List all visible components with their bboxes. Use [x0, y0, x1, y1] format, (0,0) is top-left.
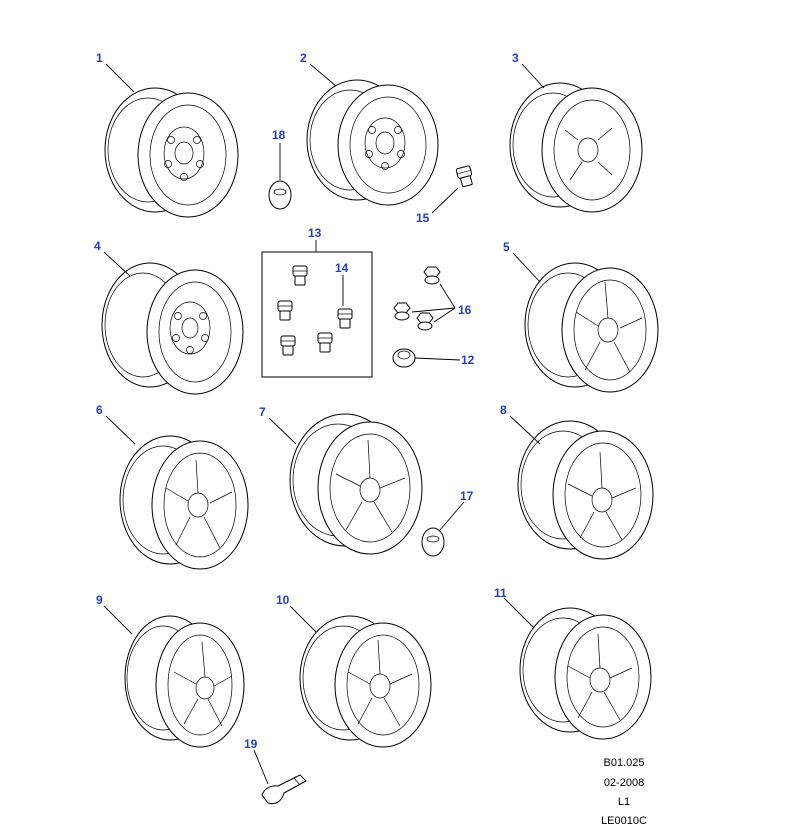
callout-12: 12	[461, 353, 475, 367]
wheel-5	[524, 262, 659, 393]
callout-1: 1	[96, 51, 103, 65]
wheel-8	[517, 420, 654, 560]
callout-17: 17	[460, 489, 474, 503]
callout-14: 14	[335, 261, 349, 275]
ref-figure-id: LE0010C	[601, 815, 647, 826]
leader-lines	[103, 63, 545, 785]
wheel-11	[519, 607, 652, 740]
callout-11: 11	[494, 586, 507, 600]
wheel-2	[306, 79, 439, 206]
wheel-9	[124, 615, 245, 748]
centre-cap-18	[268, 180, 292, 210]
wheel-10	[299, 615, 432, 748]
callout-16: 16	[458, 303, 472, 317]
wheel-7	[289, 413, 423, 555]
wheel-3	[509, 82, 643, 213]
reference-block: B01.025 02-2008 L1 LE0010C	[601, 757, 647, 826]
wheel-nut-12	[392, 348, 416, 368]
callout-4: 4	[94, 239, 101, 253]
wheel-1	[104, 87, 239, 218]
ref-level: L1	[618, 796, 630, 808]
callout-15: 15	[416, 211, 430, 225]
callout-3: 3	[512, 51, 519, 65]
callout-10: 10	[276, 593, 290, 607]
centre-cap-17	[421, 527, 445, 557]
lock-nut-kit-box	[261, 251, 373, 378]
callout-6: 6	[96, 403, 103, 417]
wheel-bolt-15	[455, 164, 475, 188]
callout-13: 13	[308, 226, 322, 240]
callout-numbers: 1 2 3 4 5 6 7 8 9 10 11 12 13 14 15 16 1…	[94, 51, 519, 751]
callout-7: 7	[259, 405, 266, 419]
tyre-valve-19	[261, 774, 307, 804]
ref-code: B01.025	[604, 757, 645, 769]
wheel-4	[101, 262, 244, 395]
callout-8: 8	[500, 403, 507, 417]
callout-2: 2	[300, 51, 307, 65]
callout-18: 18	[272, 128, 286, 142]
wheel-6	[119, 435, 249, 570]
wheel-nuts-16	[393, 266, 441, 331]
callout-9: 9	[96, 593, 103, 607]
callout-19: 19	[244, 737, 258, 751]
callout-5: 5	[503, 240, 510, 254]
ref-date: 02-2008	[604, 777, 644, 789]
